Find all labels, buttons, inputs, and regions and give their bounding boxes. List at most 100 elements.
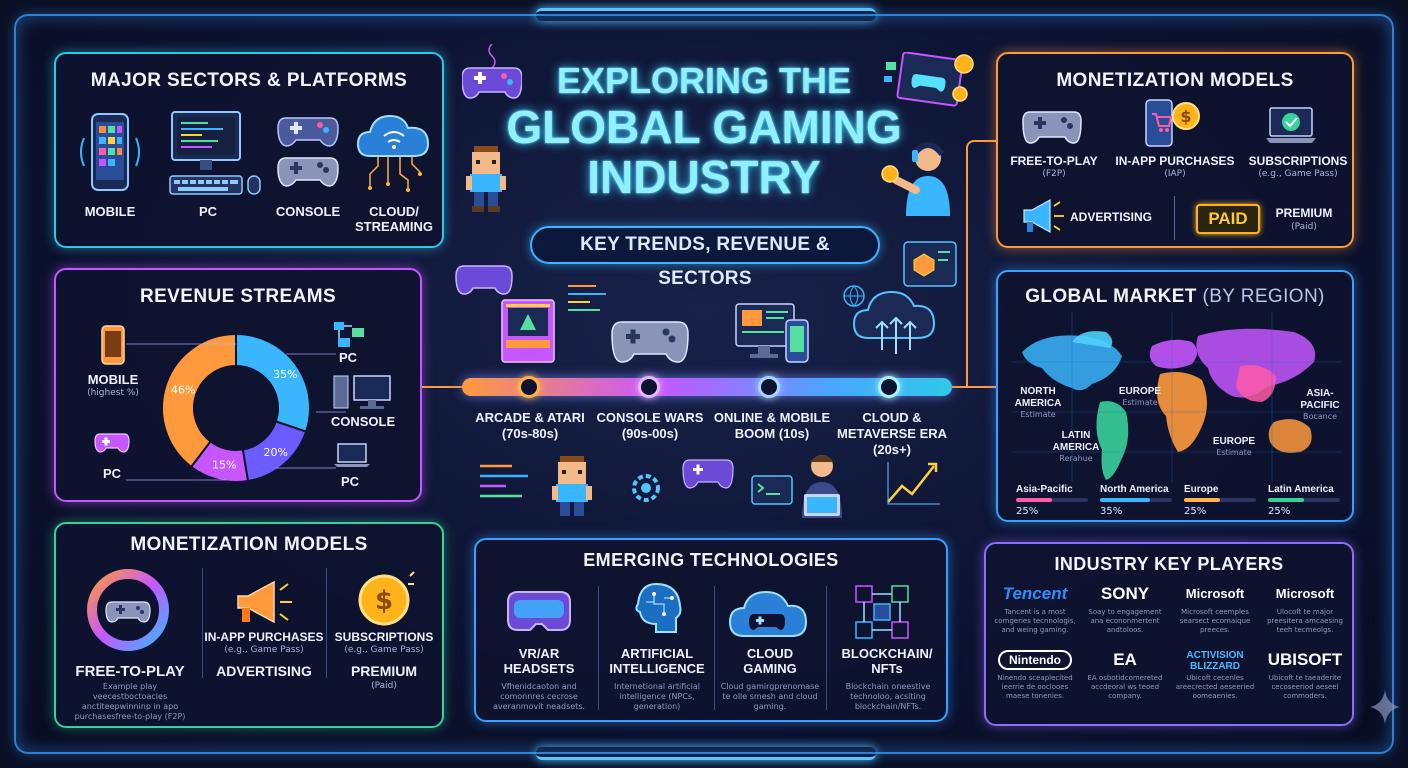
main-title-line1: EXPLORING THE xyxy=(556,60,852,101)
cloud-icon xyxy=(356,114,430,192)
monitor-icon xyxy=(884,52,974,107)
brand-description: EA osbotidcomereted accdeoral ws teoed c… xyxy=(1087,674,1163,700)
emerging-panel: EMERGING TECHNOLOGIES VR/AR HEADSETS Vfh… xyxy=(474,538,948,722)
gamepad-icon xyxy=(277,117,339,187)
era-label-console: CONSOLE WARS xyxy=(596,410,704,425)
divider xyxy=(1174,196,1175,240)
divider xyxy=(714,586,715,710)
emerging-label-vr: VR/AR HEADSETS xyxy=(503,646,575,676)
right-iap-sub: (IAP) xyxy=(1164,169,1186,179)
emerging-desc-cloud: Cloud gamirgprenomase te olle smesh and … xyxy=(720,682,820,711)
megaphone-icon xyxy=(1023,198,1064,234)
brand-description: Microsoft ceemples searsect ecomaique pr… xyxy=(1179,608,1251,634)
brand-description: Ulocoft te major preesitera amcaesing te… xyxy=(1267,608,1343,634)
players-title: INDUSTRY KEY PLAYERS xyxy=(1054,554,1284,574)
monetization-right-panel: MONETIZATION MODELS FREE-TO-PLAY (F2P) $… xyxy=(996,52,1354,248)
revenue-donut-chart: 46% 35% 20% 15% xyxy=(161,332,311,483)
market-bar-fill xyxy=(1184,498,1220,502)
right-premium-label: PREMIUM xyxy=(1275,206,1333,220)
cloud-upload-icon xyxy=(852,290,936,354)
connector-wire xyxy=(966,140,998,386)
donut-slices xyxy=(161,332,311,483)
market-title-row: GLOBAL MARKET (BY REGION) xyxy=(998,286,1352,308)
right-advertising-label: ADVERTISING xyxy=(1070,210,1153,224)
market-title: GLOBAL MARKET xyxy=(1025,286,1197,307)
right-ftp-label: FREE-TO-PLAY xyxy=(1010,154,1098,168)
world-map xyxy=(1012,312,1342,482)
laptop-check-icon xyxy=(1266,107,1316,143)
main-title-line2: GLOBAL GAMING xyxy=(506,101,902,153)
sparkle-icon xyxy=(1370,690,1400,724)
map-sub-latin-america: Rerahue xyxy=(1059,454,1093,463)
desktop-pc-icon xyxy=(169,111,261,195)
market-bar-value: 35% xyxy=(1100,506,1123,517)
market-bar-track xyxy=(1100,498,1172,502)
revenue-sub-mobile: (highest %) xyxy=(87,388,139,398)
main-title-line3: INDUSTRY xyxy=(587,151,821,203)
divider xyxy=(202,568,203,678)
divider xyxy=(826,586,827,710)
timeline-bar xyxy=(462,378,952,396)
revenue-panel: REVENUE STREAMS MOBILE (highest %) PC 46… xyxy=(54,268,422,502)
era-sub-cloud: (20s+) xyxy=(873,442,911,457)
emerging-desc-blockchain: Blockchain oneestive technoloo, acsiting… xyxy=(845,682,931,711)
svg-text:$: $ xyxy=(1180,107,1191,126)
connector-wire xyxy=(952,386,998,388)
brand-logo: SONY xyxy=(1100,584,1150,603)
timeline-node xyxy=(878,376,900,398)
brand-description: Ninendo sceaplecited ieerrie de ooclooes… xyxy=(997,674,1073,700)
connector-wire xyxy=(422,386,464,388)
sector-label-cloud: CLOUD/ STREAMING xyxy=(350,204,438,234)
revenue-title: REVENUE STREAMS xyxy=(139,286,337,307)
person-laptop-icon xyxy=(802,455,842,518)
right-subs-sub: (e.g., Game Pass) xyxy=(1258,169,1338,179)
right-premium-sub: (Paid) xyxy=(1291,222,1317,232)
revenue-label-pc-right: PC xyxy=(338,350,358,365)
monetization-right-title: MONETIZATION MODELS xyxy=(1056,70,1294,91)
ai-head-icon xyxy=(635,582,682,633)
sector-label-mobile: MOBILE xyxy=(84,204,136,219)
donut-slice xyxy=(161,332,237,469)
timeline-node xyxy=(758,376,780,398)
gamepad-icon xyxy=(94,433,130,453)
timeline-node xyxy=(518,376,540,398)
brand-description: Soay to engagement ana econonmertent and… xyxy=(1088,608,1162,634)
paid-badge-text: PAID xyxy=(1208,209,1248,228)
sectors-panel: MAJOR SECTORS & PLATFORMS MOBILE PC CONS… xyxy=(54,52,444,248)
free-to-play-ring-icon xyxy=(87,569,169,651)
donut-slice xyxy=(235,332,311,433)
pixel-character-icon xyxy=(552,456,592,516)
market-panel: GLOBAL MARKET (BY REGION) NORTH AMERICA … xyxy=(996,270,1354,522)
pixel-character-icon xyxy=(466,146,506,212)
paid-badge: PAID xyxy=(1196,204,1260,234)
subtitle-pill: KEY TRENDS, REVENUE & SECTORS xyxy=(530,226,880,289)
iap-sub: (e.g., Game Pass) xyxy=(224,645,304,655)
timeline-node xyxy=(638,376,660,398)
donut-label-pc: 35% xyxy=(273,368,297,381)
map-sub-europe-bottom: Estimate xyxy=(1216,448,1252,457)
market-bar-value: 25% xyxy=(1016,506,1039,517)
market-bar-value: 25% xyxy=(1268,506,1291,517)
iap-label: IN-APP PURCHASES xyxy=(204,630,324,644)
cloud-gamepad-icon xyxy=(728,590,808,637)
smartphone-icon xyxy=(101,325,125,365)
advertising-label: ADVERTISING xyxy=(216,663,312,679)
sector-label-pc: PC xyxy=(198,204,218,219)
brand-description: Ubicoft cecenles areecrected aeseeried o… xyxy=(1175,674,1255,700)
brand-logo: ACTIVISION BLIZZARD xyxy=(1186,650,1244,672)
map-label-europe-bottom: EUROPE xyxy=(1212,436,1256,447)
market-bar-label: Latin America xyxy=(1268,484,1334,495)
era-sub-online: BOOM (10s) xyxy=(734,426,810,441)
era-sub-arcade: (70s-80s) xyxy=(501,426,559,441)
market-bar-fill xyxy=(1268,498,1304,502)
phone-cart-coin-icon: $ xyxy=(1145,99,1200,147)
gamepad-icon xyxy=(462,44,522,99)
market-bar-track xyxy=(1016,498,1088,502)
market-bar-track xyxy=(1268,498,1340,502)
svg-text:$: $ xyxy=(375,586,393,616)
premium-label: PREMIUM xyxy=(350,663,418,679)
revenue-label-mobile: MOBILE xyxy=(87,372,139,387)
globe-icon xyxy=(843,285,865,307)
monitor-phone-icon xyxy=(735,303,809,363)
